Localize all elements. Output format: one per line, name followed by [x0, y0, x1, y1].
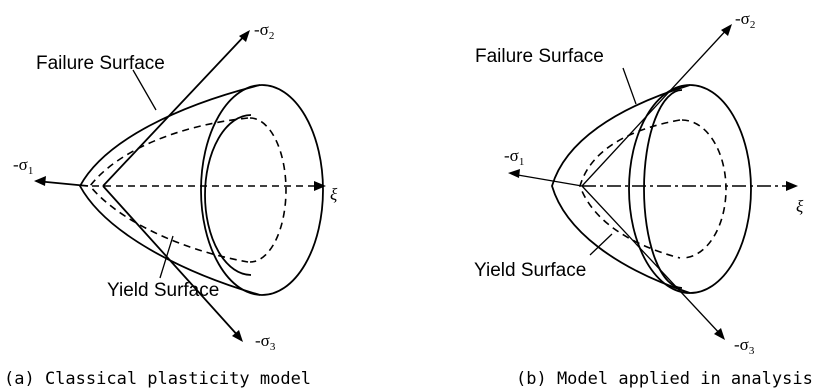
xi-label-b: ξ — [796, 197, 804, 216]
yield-leader-b — [589, 233, 613, 256]
sigma1-symbol-a: -σ — [13, 155, 28, 174]
panel-b: Failure Surface Yield Surface -σ1 -σ2 -σ… — [474, 9, 813, 389]
failure-surface-outer-cap-b — [628, 84, 752, 294]
sigma1-arrowhead-b — [508, 169, 520, 178]
sigma1-subscript-a: 1 — [28, 165, 34, 177]
sigma3-symbol-b: -σ — [734, 335, 749, 354]
sigma3-subscript-b: 3 — [749, 345, 755, 357]
sigma1-label-b: -σ1 — [504, 146, 524, 168]
sigma3-symbol-a: -σ — [255, 331, 270, 350]
caption-a: (a) Classical plasticity model — [4, 369, 311, 389]
sigma3-subscript-a: 3 — [270, 341, 276, 353]
panel-a: Failure Surface Yield Surface -σ1 -σ2 -σ… — [4, 20, 338, 389]
sigma2-arrowhead-b — [721, 24, 732, 36]
sigma1-symbol-b: -σ — [504, 146, 519, 165]
failure-surface-inner-rim-a — [204, 114, 252, 276]
yield-surface-cap-b — [681, 119, 727, 259]
yield-surface-profile-b — [579, 119, 681, 259]
sigma2-symbol-a: -σ — [254, 20, 269, 39]
xi-arrowhead-b — [786, 181, 798, 191]
sigma3-label-a: -σ3 — [255, 331, 276, 353]
yield-surface-profile-a — [88, 117, 249, 263]
failure-leader-a — [132, 69, 157, 111]
sigma1-subscript-b: 1 — [519, 156, 525, 168]
xi-arrowhead-a — [314, 181, 326, 191]
failure-surface-outer-cap-a — [200, 84, 324, 296]
sigma2-symbol-b: -σ — [735, 9, 750, 28]
xi-label-a: ξ — [330, 185, 338, 204]
sigma3-arrowhead-b — [714, 328, 725, 340]
sigma2-arrowhead-a — [239, 30, 250, 42]
sigma2-label-a: -σ2 — [254, 20, 274, 42]
failure-surface-label-a: Failure Surface — [36, 53, 165, 74]
sigma3-arrowhead-a — [232, 330, 243, 342]
sigma3-axis-b — [581, 185, 723, 337]
sigma3-label-b: -σ3 — [734, 335, 755, 357]
failure-surface-profile-b — [551, 84, 691, 294]
sigma1-axis-b — [511, 173, 583, 187]
failure-leader-b — [622, 67, 637, 105]
sigma1-label-a: -σ1 — [13, 155, 33, 177]
failure-surface-inner-rim-b — [643, 89, 683, 289]
sigma2-axis-b — [581, 25, 731, 187]
yield-leader-a — [159, 235, 174, 279]
sigma2-label-b: -σ2 — [735, 9, 755, 31]
yield-surface-label-a: Yield Surface — [107, 280, 219, 301]
yield-surface-cap-a — [249, 117, 287, 263]
caption-b: (b) Model applied in analysis — [516, 369, 813, 389]
failure-surface-label-b: Failure Surface — [475, 46, 604, 67]
sigma2-subscript-a: 2 — [269, 30, 275, 42]
sigma2-subscript-b: 2 — [750, 19, 756, 31]
sigma1-arrowhead-a — [34, 176, 46, 186]
yield-surface-label-b: Yield Surface — [474, 260, 586, 281]
failure-surface-profile-a — [78, 84, 261, 296]
sigma2-axis-a — [102, 31, 249, 187]
